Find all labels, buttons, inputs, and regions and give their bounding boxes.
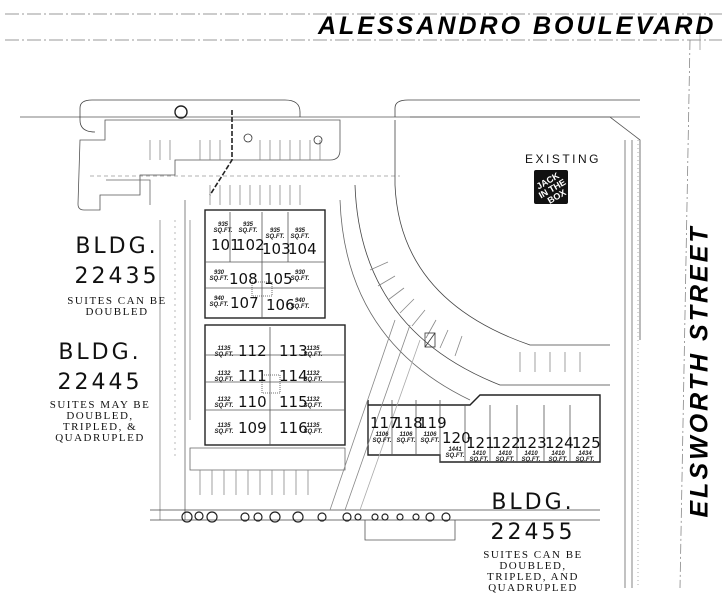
suite-107[interactable]: 107 [230,294,259,312]
suite-120[interactable]: 120 [442,429,471,447]
suite-124[interactable]: 124 [545,434,574,452]
suite-111[interactable]: 111 [238,367,267,385]
suite-101[interactable]: 101 [211,236,240,254]
jack-in-the-box-logo-text: JACK IN THE BOX [534,170,568,206]
suite-116[interactable]: 116 [279,419,308,437]
building-label-22435: BLDG. 22435 SUITES CAN BE DOUBLED [62,232,172,318]
building-number: 22435 [74,264,160,289]
building-number: 22455 [490,520,576,545]
street-label-alessandro: ALESSANDRO BOULEVARD [318,12,717,40]
building-title: BLDG. [491,490,575,515]
suite-122[interactable]: 122 [492,434,521,452]
suite-125[interactable]: 125 [572,434,601,452]
building-label-22445: BLDG. 22445 SUITES MAY BE DOUBLED, TRIPL… [25,338,175,444]
building-note-line2: TRIPLED, & QUADRUPLED [55,421,145,444]
suite-109[interactable]: 109 [238,419,267,437]
building-number: 22445 [57,370,143,395]
suite-103[interactable]: 103 [262,240,291,258]
suite-114[interactable]: 114 [279,367,308,385]
building-label-22455: BLDG. 22455 SUITES CAN BE DOUBLED, TRIPL… [448,488,618,594]
building-note-line1: SUITES MAY BE DOUBLED, [49,399,151,422]
jack-in-the-box-logo: JACK IN THE BOX [534,170,568,206]
building-title: BLDG. [75,234,159,259]
building-title: BLDG. [58,340,142,365]
suite-117[interactable]: 117 [370,414,399,432]
suite-118[interactable]: 118 [394,414,423,432]
building-note-line1: SUITES CAN BE [67,295,167,307]
suite-108[interactable]: 108 [229,270,258,288]
suite-102[interactable]: 102 [236,236,265,254]
building-note-line1: SUITES CAN BE DOUBLED, [483,549,583,572]
street-label-elsworth: ELSWORTH STREET [685,224,714,518]
suite-119[interactable]: 119 [418,414,447,432]
suite-110[interactable]: 110 [238,393,267,411]
suite-106[interactable]: 106 [266,296,295,314]
suite-105[interactable]: 105 [264,270,293,288]
building-note-line2: TRIPLED, AND QUADRUPLED [487,571,579,594]
suite-121[interactable]: 121 [466,434,495,452]
suite-115[interactable]: 115 [279,393,308,411]
suite-112[interactable]: 112 [238,342,267,360]
suite-113[interactable]: 113 [279,342,308,360]
building-note-line2: DOUBLED [85,306,149,318]
existing-label: EXISTING [525,152,602,166]
suite-104[interactable]: 104 [288,240,317,258]
suite-123[interactable]: 123 [518,434,547,452]
